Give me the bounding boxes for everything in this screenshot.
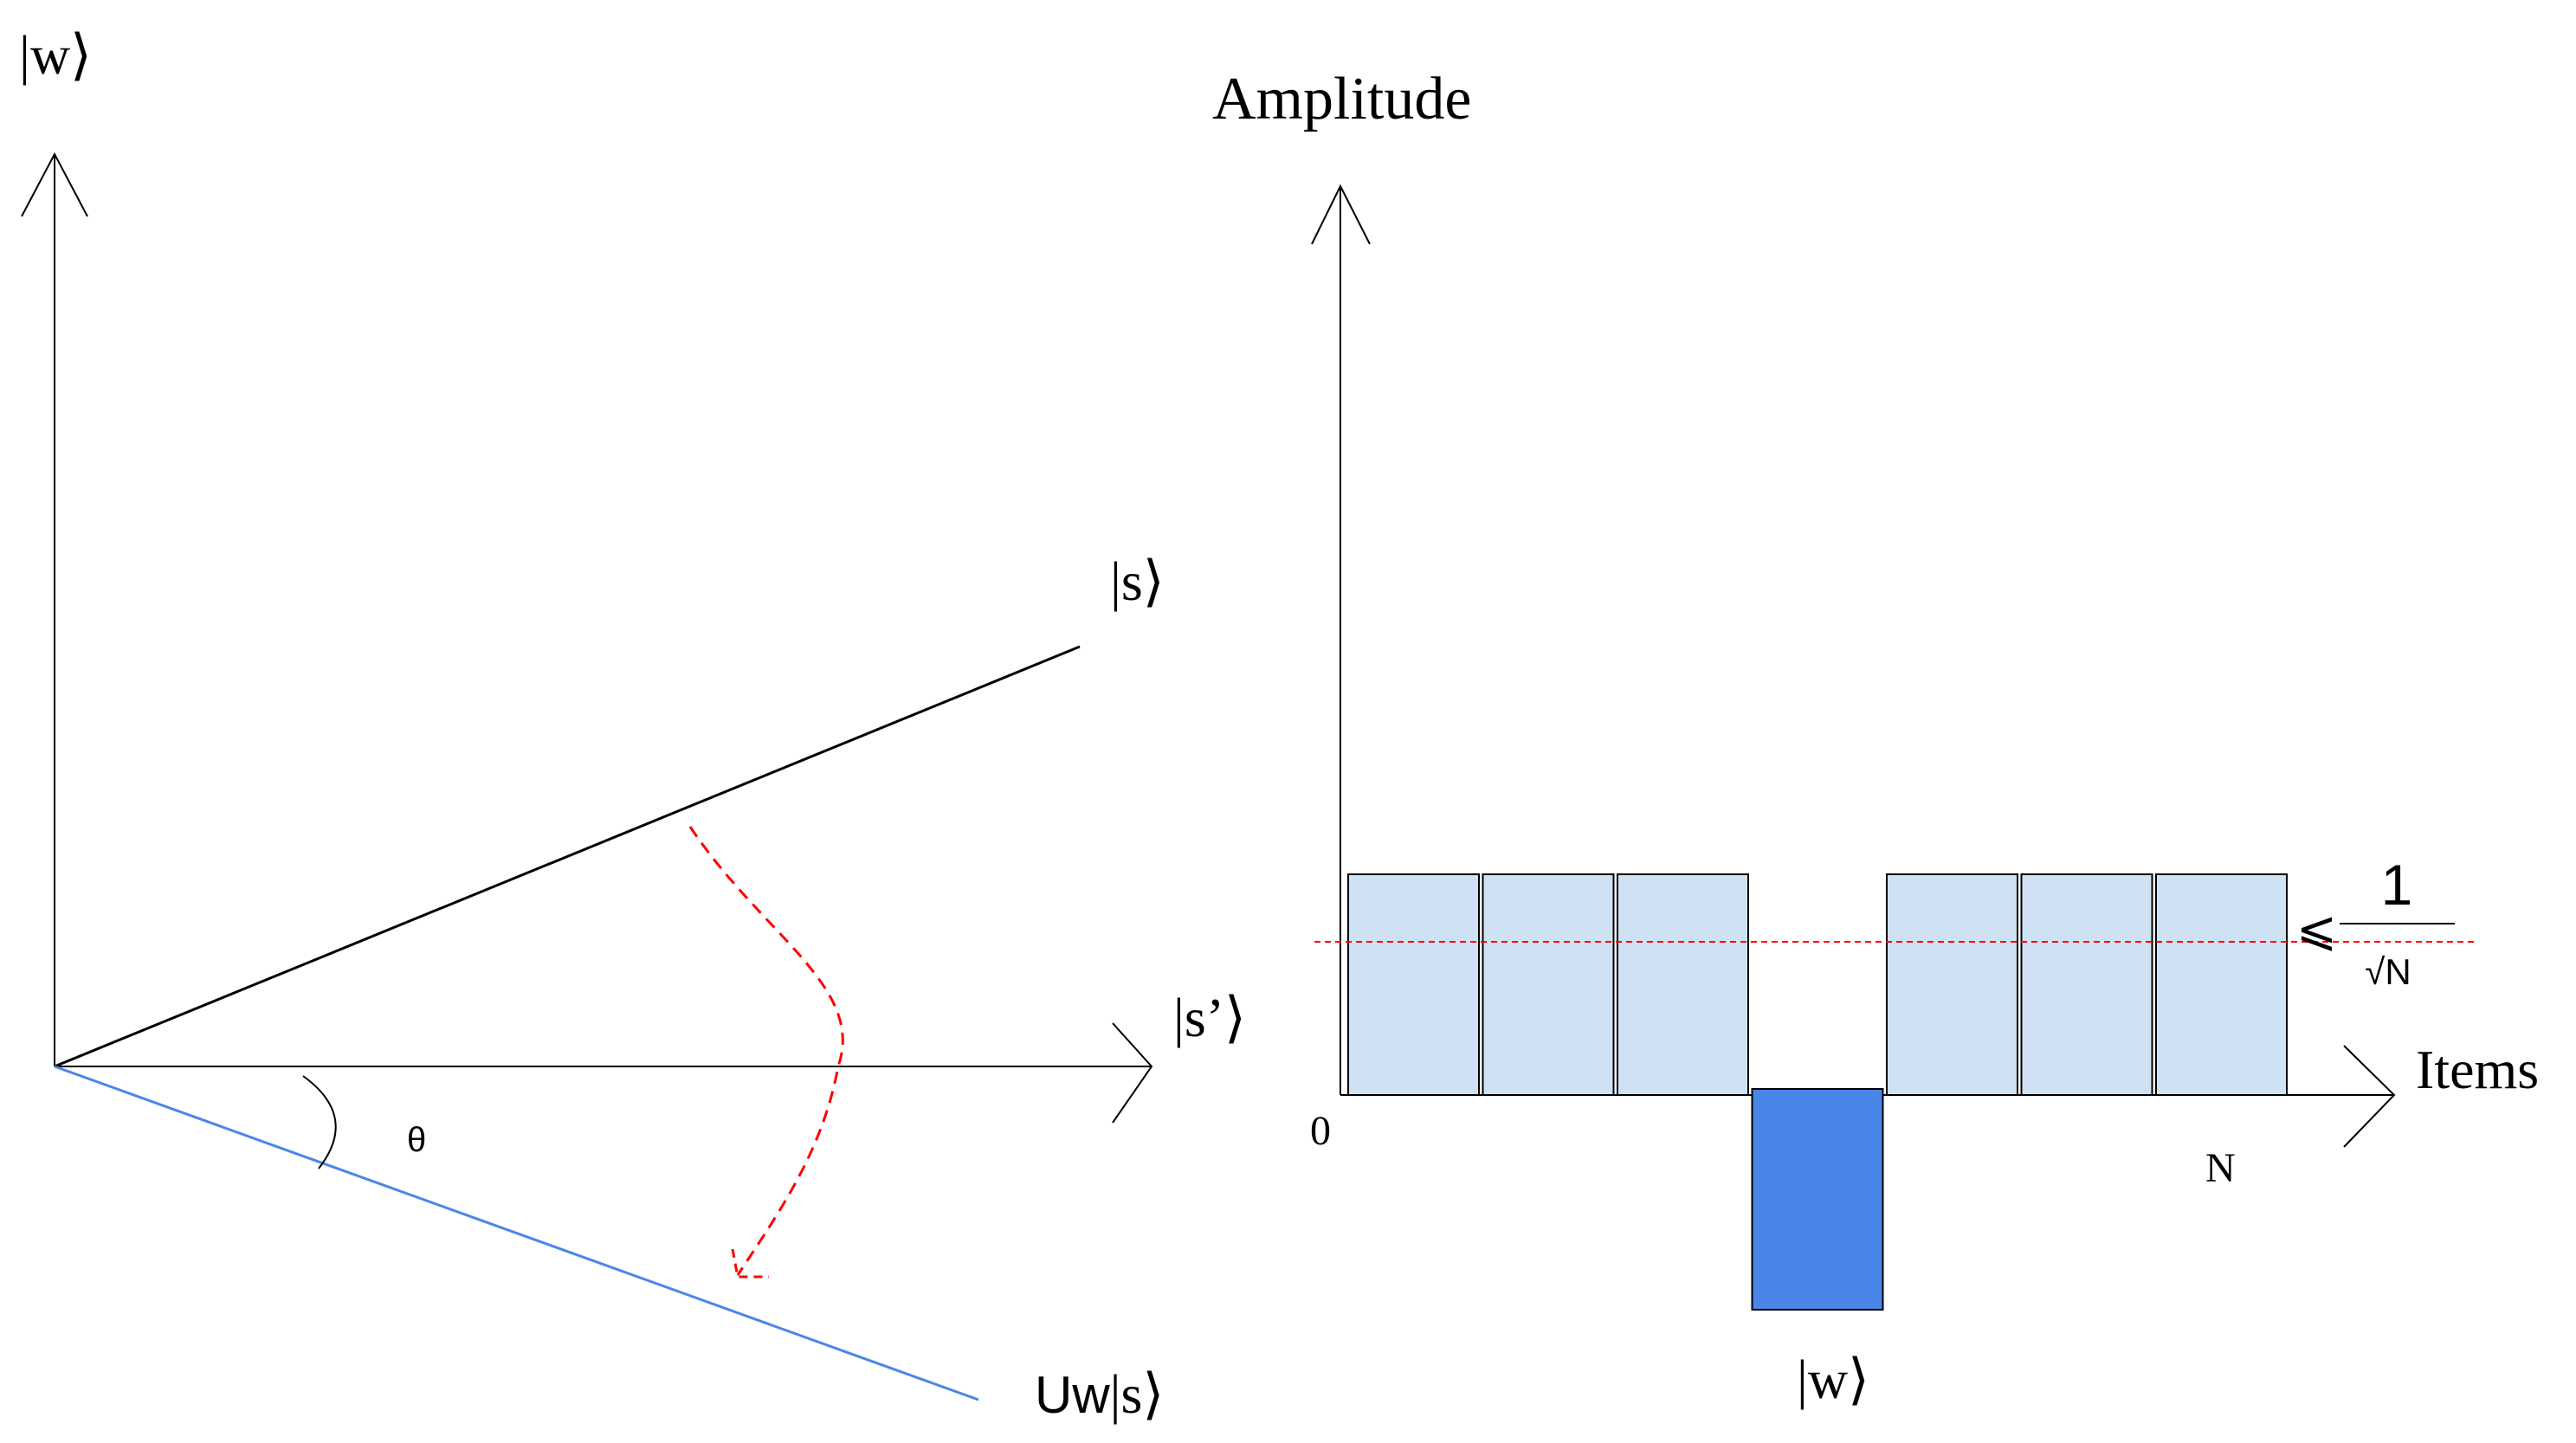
s-vector-line xyxy=(54,645,1081,1068)
amplitude-bar xyxy=(1482,873,1615,1096)
left-diagram: |w⟩ |s’⟩ |s⟩ Uw|s⟩ θ xyxy=(19,24,1246,1425)
amplitude-bar xyxy=(2155,873,2288,1096)
angle-theta-label: θ xyxy=(407,1121,426,1159)
amplitude-axis-label: Amplitude xyxy=(1212,66,1471,132)
amplitude-bar xyxy=(1347,873,1480,1096)
marked-item-bar xyxy=(1751,1088,1884,1311)
amplitude-bars xyxy=(1347,873,2288,1311)
rotation-arrow xyxy=(688,826,844,1276)
s-prime-axis-arrowhead xyxy=(1112,1022,1153,1124)
angle-arc xyxy=(302,1075,337,1169)
s-vector-label: |s⟩ xyxy=(1110,551,1165,612)
amplitude-bar xyxy=(1617,873,1749,1096)
right-diagram: Amplitude Items 0 N ⩽ 1 √N |w⟩ xyxy=(1212,66,2539,1410)
amplitude-bar xyxy=(2020,873,2153,1096)
threshold-denominator: √N xyxy=(2365,951,2411,992)
w-axis-label: |w⟩ xyxy=(19,24,92,86)
items-axis-label: Items xyxy=(2416,1039,2539,1100)
w-axis-arrowhead xyxy=(21,151,88,217)
rotation-arrowhead xyxy=(731,1248,769,1279)
threshold-symbol: ⩽ xyxy=(2296,901,2337,956)
s-prime-axis-label: |s’⟩ xyxy=(1173,987,1246,1048)
items-axis-arrowhead xyxy=(2343,1045,2396,1148)
marked-item-label: |w⟩ xyxy=(1797,1349,1869,1410)
origin-label: 0 xyxy=(1310,1108,1331,1154)
amplitude-bar xyxy=(1886,873,2018,1096)
amplitude-axis-arrowhead xyxy=(1311,184,1371,245)
reflected-vector-label: Uw|s⟩ xyxy=(1035,1363,1164,1425)
threshold-numerator: 1 xyxy=(2381,853,2413,917)
reflected-vector-line xyxy=(54,1065,979,1401)
end-label: N xyxy=(2205,1145,2236,1191)
